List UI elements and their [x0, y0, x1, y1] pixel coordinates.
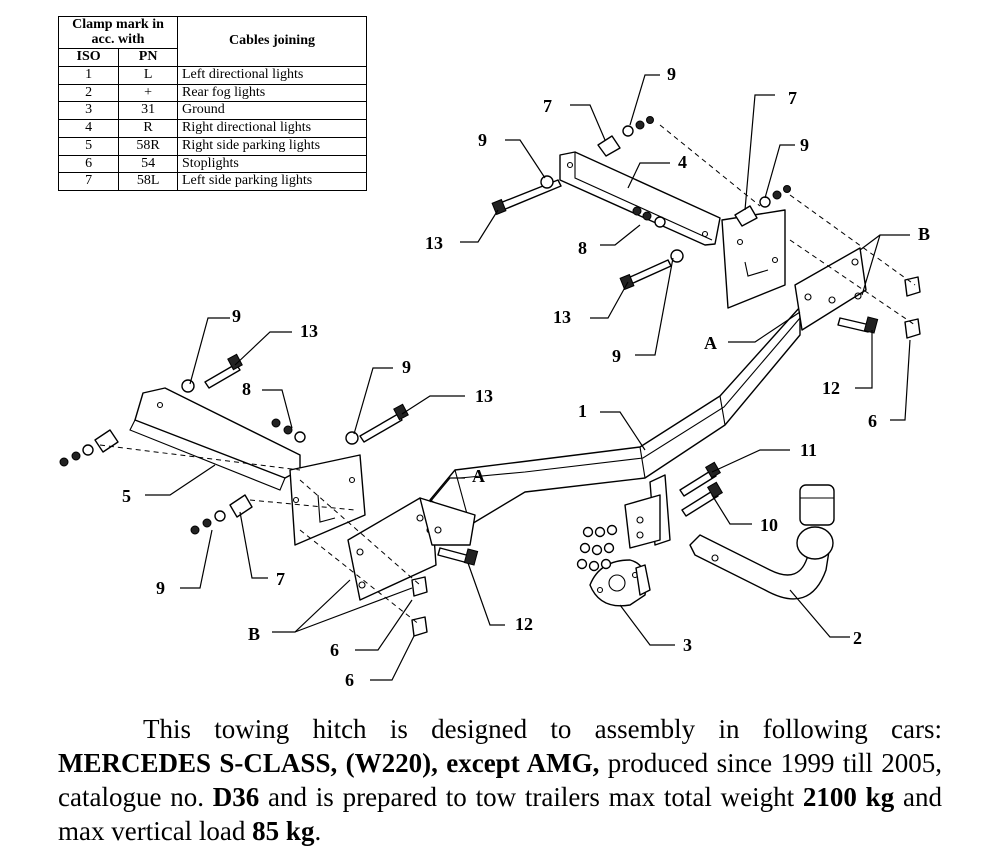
callout-6-bottom-1: 6 [330, 640, 339, 660]
callout-6-right: 6 [868, 411, 877, 431]
cable-cell: Right side parking lights [177, 136, 367, 156]
cable-cell: Rear fog lights [177, 83, 367, 103]
pn-cell: + [118, 83, 178, 103]
callout-7-top-left: 7 [543, 96, 552, 116]
cables-joining-header: Cables joining [177, 15, 367, 68]
pn-cell: R [118, 119, 178, 138]
callout-a-right: A [704, 333, 717, 353]
left-side-bracket [129, 387, 366, 546]
wiring-table: Clamp mark in acc. with Cables joining I… [57, 15, 367, 191]
table-row: 4 R Right directional lights [57, 119, 367, 138]
callout-13-right: 13 [553, 307, 571, 327]
assembly-lines [99, 124, 916, 626]
callout-9-top: 9 [667, 64, 676, 84]
tow-ball-neck [689, 484, 835, 600]
callout-b-left: B [248, 624, 260, 644]
cable-cell: Stoplights [177, 154, 367, 174]
catalogue-number: D36 [212, 782, 260, 812]
iso-cell: 1 [57, 66, 120, 85]
pn-cell: 58R [118, 136, 178, 156]
socket-plate [589, 559, 651, 607]
callout-labels: 9 7 7 9 9 4 13 8 B 13 9 A 12 6 9 13 9 8 … [122, 64, 930, 690]
callout-11: 11 [800, 440, 817, 460]
callout-7-bottom: 7 [276, 569, 285, 589]
callout-9-right-low: 9 [612, 346, 621, 366]
callout-a-left: A [472, 466, 485, 486]
table-row: 2 + Rear fog lights [57, 83, 367, 103]
description-paragraph: This towing hitch is designed to assembl… [58, 712, 942, 848]
pn-cell: 31 [118, 101, 178, 121]
callout-4: 4 [678, 152, 687, 172]
prepared-text: and is prepared to tow trailers max tota… [259, 782, 803, 812]
spacers [94, 135, 758, 518]
iso-cell: 5 [57, 136, 120, 156]
callout-9-left-mid: 9 [402, 357, 411, 377]
cable-cell: Left directional lights [177, 66, 367, 85]
intro-text: This towing hitch is designed to assembl… [143, 714, 942, 744]
callout-8-left: 8 [242, 379, 251, 399]
callout-9-left: 9 [232, 306, 241, 326]
callout-b-right: B [918, 224, 930, 244]
cable-cell: Left side parking lights [177, 172, 367, 191]
callout-1: 1 [578, 401, 587, 421]
callout-12-bottom: 12 [515, 614, 533, 634]
washers-and-nuts [59, 116, 791, 572]
end-period: . [314, 816, 322, 846]
main-cross-beam [429, 306, 801, 526]
callout-7-top-right: 7 [788, 88, 797, 108]
iso-header: ISO [57, 48, 120, 68]
callout-9-right-top: 9 [800, 135, 809, 155]
cable-cell: Right directional lights [177, 119, 367, 138]
callout-2: 2 [853, 628, 862, 648]
car-model: MERCEDES S-CLASS, (W220), except AMG, [58, 748, 600, 778]
bolts [204, 179, 879, 566]
table-row: 7 58L Left side parking lights [57, 172, 367, 191]
callout-13-mid: 13 [425, 233, 443, 253]
callout-5: 5 [122, 486, 131, 506]
callout-9-mid-top: 9 [478, 130, 487, 150]
max-total-weight: 2100 kg [802, 782, 895, 812]
callout-10: 10 [760, 515, 778, 535]
iso-cell: 7 [57, 172, 120, 191]
exploded-assembly-drawing: 9 7 7 9 9 4 13 8 B 13 9 A 12 6 9 13 9 8 … [59, 64, 930, 690]
table-row: 1 L Left directional lights [57, 66, 367, 85]
table-row: 5 58R Right side parking lights [57, 136, 367, 156]
iso-cell: 2 [57, 83, 120, 103]
callout-13-left-mid: 13 [475, 386, 493, 406]
callout-9-bottom: 9 [156, 578, 165, 598]
max-vertical-load: 85 kg [252, 816, 315, 846]
right-side-bracket [559, 151, 786, 309]
callout-12-right: 12 [822, 378, 840, 398]
clamp-nuts [411, 276, 921, 637]
left-end-plate [347, 497, 476, 601]
table-row: 3 31 Ground [57, 101, 367, 121]
produced-text: produced since 1999 till 2005, catalogue… [58, 748, 942, 812]
iso-cell: 6 [57, 154, 120, 174]
pn-cell: 54 [118, 154, 178, 174]
ball-mount-bracket [624, 474, 671, 549]
callout-13-left: 13 [300, 321, 318, 341]
vertical-load-text: and max vertical load [58, 782, 942, 846]
callout-6-bottom-2: 6 [345, 670, 354, 690]
callout-3: 3 [683, 635, 692, 655]
right-end-plate [794, 247, 867, 331]
iso-cell: 4 [57, 119, 120, 138]
callout-8-mid: 8 [578, 238, 587, 258]
clamp-mark-header: Clamp mark in acc. with [58, 15, 178, 50]
table-row: 6 54 Stoplights [57, 154, 367, 174]
iso-cell: 3 [57, 101, 120, 121]
pn-header: PN [118, 48, 178, 68]
cable-cell: Ground [177, 101, 367, 121]
pn-cell: 58L [118, 172, 178, 191]
pn-cell: L [118, 66, 178, 85]
leader-lines [145, 74, 911, 681]
